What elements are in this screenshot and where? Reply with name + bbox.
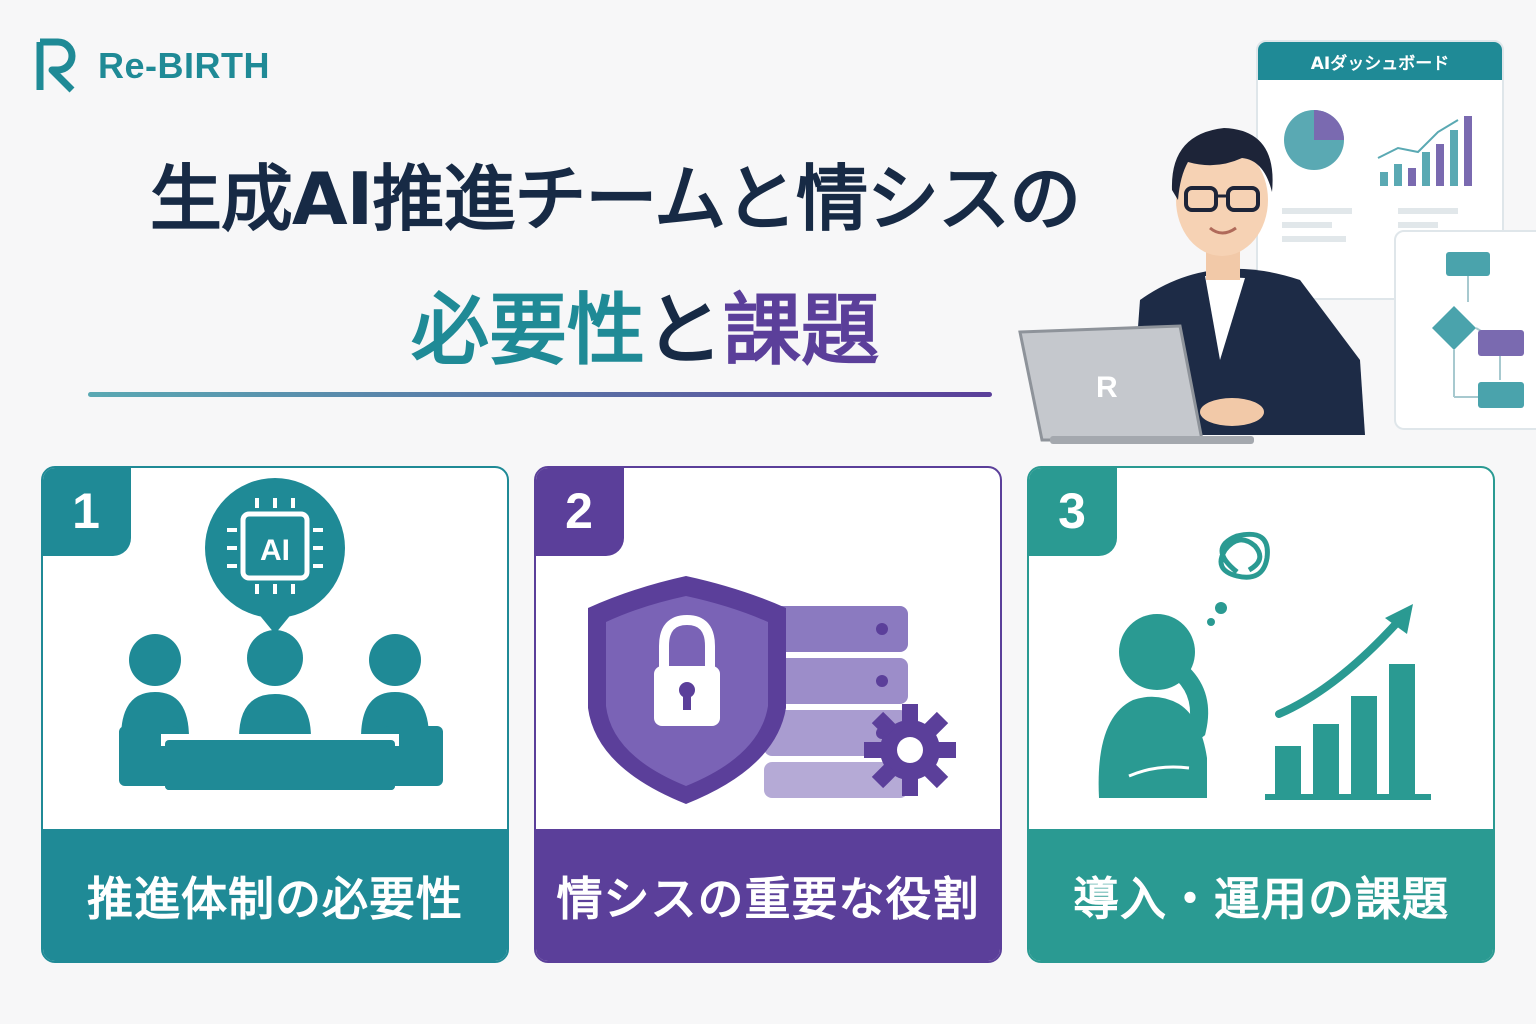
- title-divider: [88, 392, 992, 397]
- flowchart-icon: [1432, 252, 1524, 408]
- re-birth-logo-icon: [36, 38, 76, 93]
- card-promotion-structure: 1 AI 推進体制の必要性: [41, 466, 509, 963]
- page-title: 生成AI推進チームと情シスの: [149, 157, 1081, 241]
- dashboard-charts-icon: [1282, 110, 1472, 242]
- person-with-laptop-illustration: R: [1018, 128, 1365, 444]
- flowchart-panel: [1394, 230, 1536, 430]
- card-label: 導入・運用の課題: [1029, 829, 1493, 961]
- laptop-logo-icon: R: [1096, 371, 1118, 404]
- card-number: 1: [43, 468, 131, 556]
- card-number: 3: [1029, 468, 1117, 556]
- brand-name: Re-BIRTH: [98, 45, 270, 86]
- title-necessity: 必要性: [410, 286, 645, 376]
- dashboard-label: AIダッシュボード: [1258, 42, 1502, 80]
- page-subtitle: 必要性と課題: [0, 268, 1290, 380]
- card-number: 2: [536, 468, 624, 556]
- card-label: 情シスの重要な役割: [536, 829, 1000, 961]
- thinking-growth-chart-icon: [1098, 531, 1431, 800]
- title-challenges: 課題: [723, 286, 880, 376]
- security-server-icon: [588, 576, 956, 804]
- team-meeting-ai-icon: AI: [119, 478, 443, 790]
- ai-chip-label: AI: [260, 534, 290, 567]
- card-it-role: 2 情シスの重要な役割: [534, 466, 1002, 963]
- title-and: と: [644, 286, 723, 376]
- card-label: 推進体制の必要性: [43, 829, 507, 961]
- card-adoption-challenges: 3 導入・運用の課題: [1027, 466, 1495, 963]
- brand-logo: Re-BIRTH: [36, 38, 270, 94]
